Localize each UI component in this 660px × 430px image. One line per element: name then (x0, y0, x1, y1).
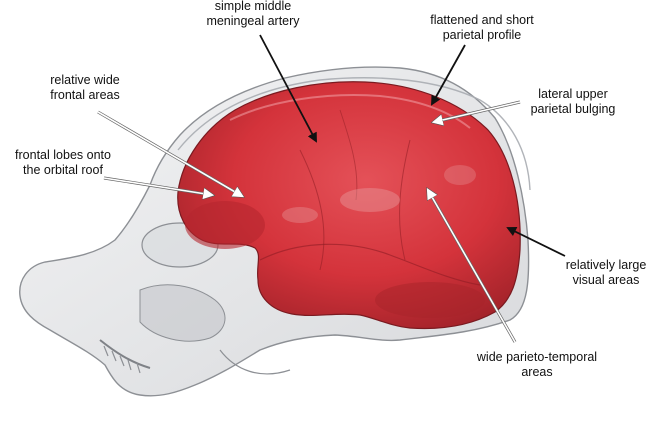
upper-parietal-arrow (434, 101, 521, 122)
visual-areas-arrow (506, 227, 566, 257)
calvarium-outline (177, 77, 531, 191)
endocast-shape (177, 81, 521, 330)
label-visual-areas: relatively large visual areas (565, 258, 647, 287)
label-upper-parietal: lateral upper parietal bulging (530, 87, 616, 116)
parietal-profile-arrow (431, 44, 466, 106)
label-orbital-roof: frontal lobes onto the orbital roof (15, 148, 111, 177)
label-parietal-profile: flattened and short parietal profile (430, 13, 534, 42)
label-frontal-areas: relative wide frontal areas (50, 73, 120, 102)
label-parieto-temporal: wide parieto-temporal areas (476, 350, 598, 379)
label-artery: simple middle meningeal artery (206, 0, 300, 28)
orbital-roof-arrow (103, 177, 212, 195)
parieto-temporal-arrow (428, 190, 516, 343)
white-arrows (97, 100, 521, 343)
frontal-areas-arrow (97, 111, 242, 196)
artery-arrow (259, 34, 317, 143)
